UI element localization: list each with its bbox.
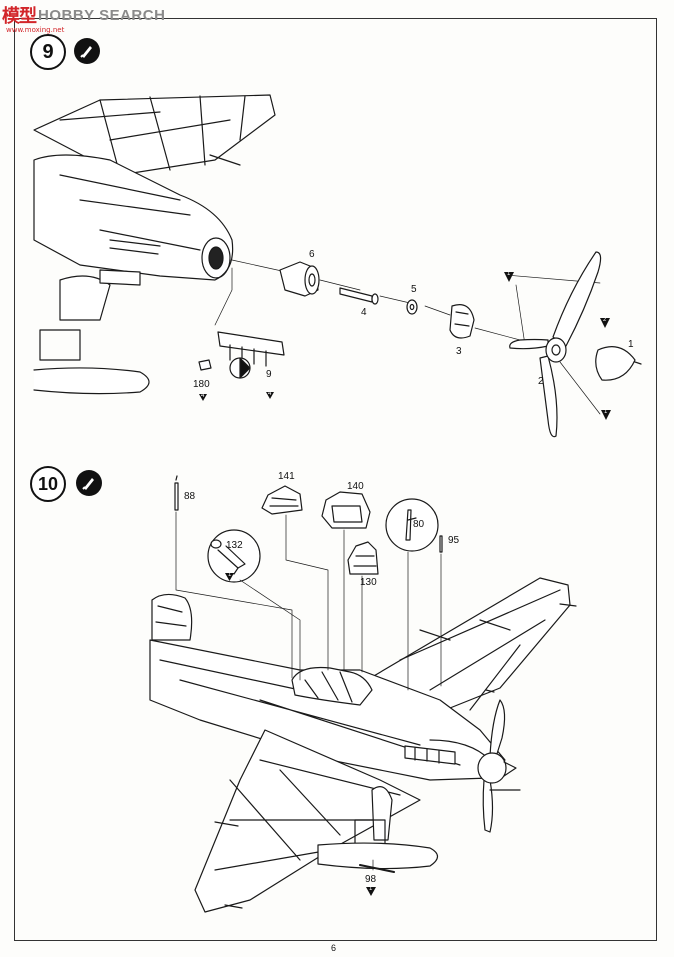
paint-code-132: 1 (228, 572, 232, 578)
step-10-aircraft (149, 577, 577, 913)
part-95 (439, 535, 443, 553)
part-2-propeller (509, 251, 602, 438)
step-9-fuselage-nose (33, 94, 276, 395)
orientation-icon (229, 357, 251, 379)
part-label-98: 98 (365, 874, 377, 885)
part-label-5: 5 (411, 284, 417, 295)
paint-code-prop-b: 2 (603, 317, 607, 323)
page-frame (14, 18, 657, 941)
part-80-detail (385, 498, 439, 552)
part-label-2: 2 (538, 376, 544, 387)
part-141 (261, 485, 303, 515)
part-label-88: 88 (184, 491, 196, 502)
part-label-132: 132 (226, 540, 243, 551)
watermark-url: www.moxing.net (6, 26, 65, 34)
part-label-180: 180 (193, 379, 210, 390)
part-88 (174, 475, 179, 511)
part-label-4: 4 (361, 307, 367, 318)
watermark-logo: 模型 (2, 6, 37, 27)
part-label-95: 95 (448, 535, 460, 546)
page-number: 6 (331, 943, 337, 953)
part-label-130: 130 (360, 577, 377, 588)
step-10-badge: 10 (30, 466, 66, 502)
part-3 (449, 304, 475, 339)
part-label-9: 9 (266, 369, 272, 380)
glue-icon (74, 38, 100, 64)
paint-code-180: 4 (201, 393, 205, 399)
part-label-1: 1 (628, 339, 634, 350)
part-180 (198, 359, 212, 371)
part-130 (347, 541, 379, 575)
glue-icon (76, 470, 102, 496)
part-5 (406, 299, 418, 315)
part-4 (339, 287, 379, 305)
watermark: 模型 HOBBY SEARCH (2, 4, 166, 27)
paint-code-98: 1 (369, 886, 373, 892)
part-6 (279, 261, 320, 297)
part-140 (321, 491, 371, 529)
part-1-spinner (595, 346, 642, 381)
part-label-140: 140 (347, 481, 364, 492)
part-label-6: 6 (309, 249, 315, 260)
part-label-80: 80 (413, 519, 425, 530)
paint-code-prop-c: 1 (604, 409, 608, 415)
part-132-detail (207, 529, 261, 583)
watermark-text: HOBBY SEARCH (38, 6, 166, 24)
part-label-141: 141 (278, 471, 295, 482)
paint-code-9: 4 (268, 391, 272, 397)
part-label-3: 3 (456, 346, 462, 357)
step-9-badge: 9 (30, 34, 66, 70)
paint-code-prop-a: 1 (507, 271, 511, 277)
part-9-exhaust (217, 331, 285, 367)
